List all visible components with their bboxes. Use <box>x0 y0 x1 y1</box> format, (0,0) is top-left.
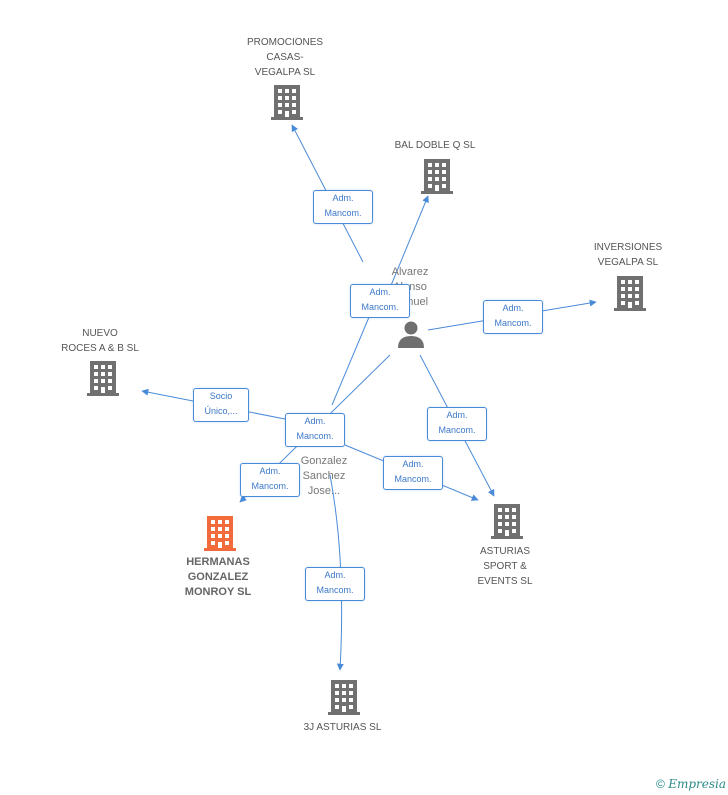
company-label-inversiones[interactable]: INVERSIONES VEGALPA SL <box>593 242 663 268</box>
company-label-nuevo[interactable]: NUEVO ROCES A & B SL <box>61 328 139 354</box>
relation-box-nuevo[interactable]: Socio Único,... <box>193 388 249 422</box>
building-icon-promociones[interactable] <box>271 85 303 120</box>
relation-box-asturias-gonzalez[interactable]: Adm. Mancom. <box>383 456 443 490</box>
relation-box-gonzalez-alvarez[interactable]: Adm. Mancom. <box>285 413 345 447</box>
company-label-asturias-sport[interactable]: ASTURIAS SPORT & EVENTS SL <box>477 546 533 587</box>
relation-box-inversiones[interactable]: Adm. Mancom. <box>483 300 543 334</box>
footer-brand[interactable]: © Empresia <box>656 777 726 791</box>
relation-box-promociones[interactable]: Adm. Mancom. <box>313 190 373 224</box>
building-icon-inversiones[interactable] <box>614 276 646 311</box>
building-icon-3j[interactable] <box>328 680 360 715</box>
building-icon-hermanas[interactable] <box>204 516 236 551</box>
company-label-promociones[interactable]: PROMOCIONES CASAS- VEGALPA SL <box>246 37 324 78</box>
building-icon-asturias-sport[interactable] <box>491 504 523 539</box>
person-icon-alvarez[interactable] <box>398 321 424 349</box>
person-label-gonzalez[interactable]: Gonzalez Sanchez Jose... <box>300 455 348 497</box>
company-label-bal[interactable]: BAL DOBLE Q SL <box>394 140 476 151</box>
brand-name: Empresia <box>668 777 726 791</box>
building-icon-nuevo[interactable] <box>87 361 119 396</box>
edge-gonzalez-alvarez-link <box>331 309 373 406</box>
company-label-3j[interactable]: 3J ASTURIAS SL <box>303 722 382 733</box>
building-icon-bal[interactable] <box>421 159 453 194</box>
company-label-hermanas[interactable]: HERMANAS GONZALEZ MONROY SL <box>184 556 252 598</box>
relation-box-3j[interactable]: Adm. Mancom. <box>305 567 365 601</box>
relation-box-bal[interactable]: Adm. Mancom. <box>350 284 410 318</box>
edge-gonzalez-3j <box>329 474 344 671</box>
relation-box-asturias-alvarez[interactable]: Adm. Mancom. <box>427 407 487 441</box>
relation-box-hermanas[interactable]: Adm. Mancom. <box>240 463 300 497</box>
copyright-icon: © <box>656 777 665 791</box>
